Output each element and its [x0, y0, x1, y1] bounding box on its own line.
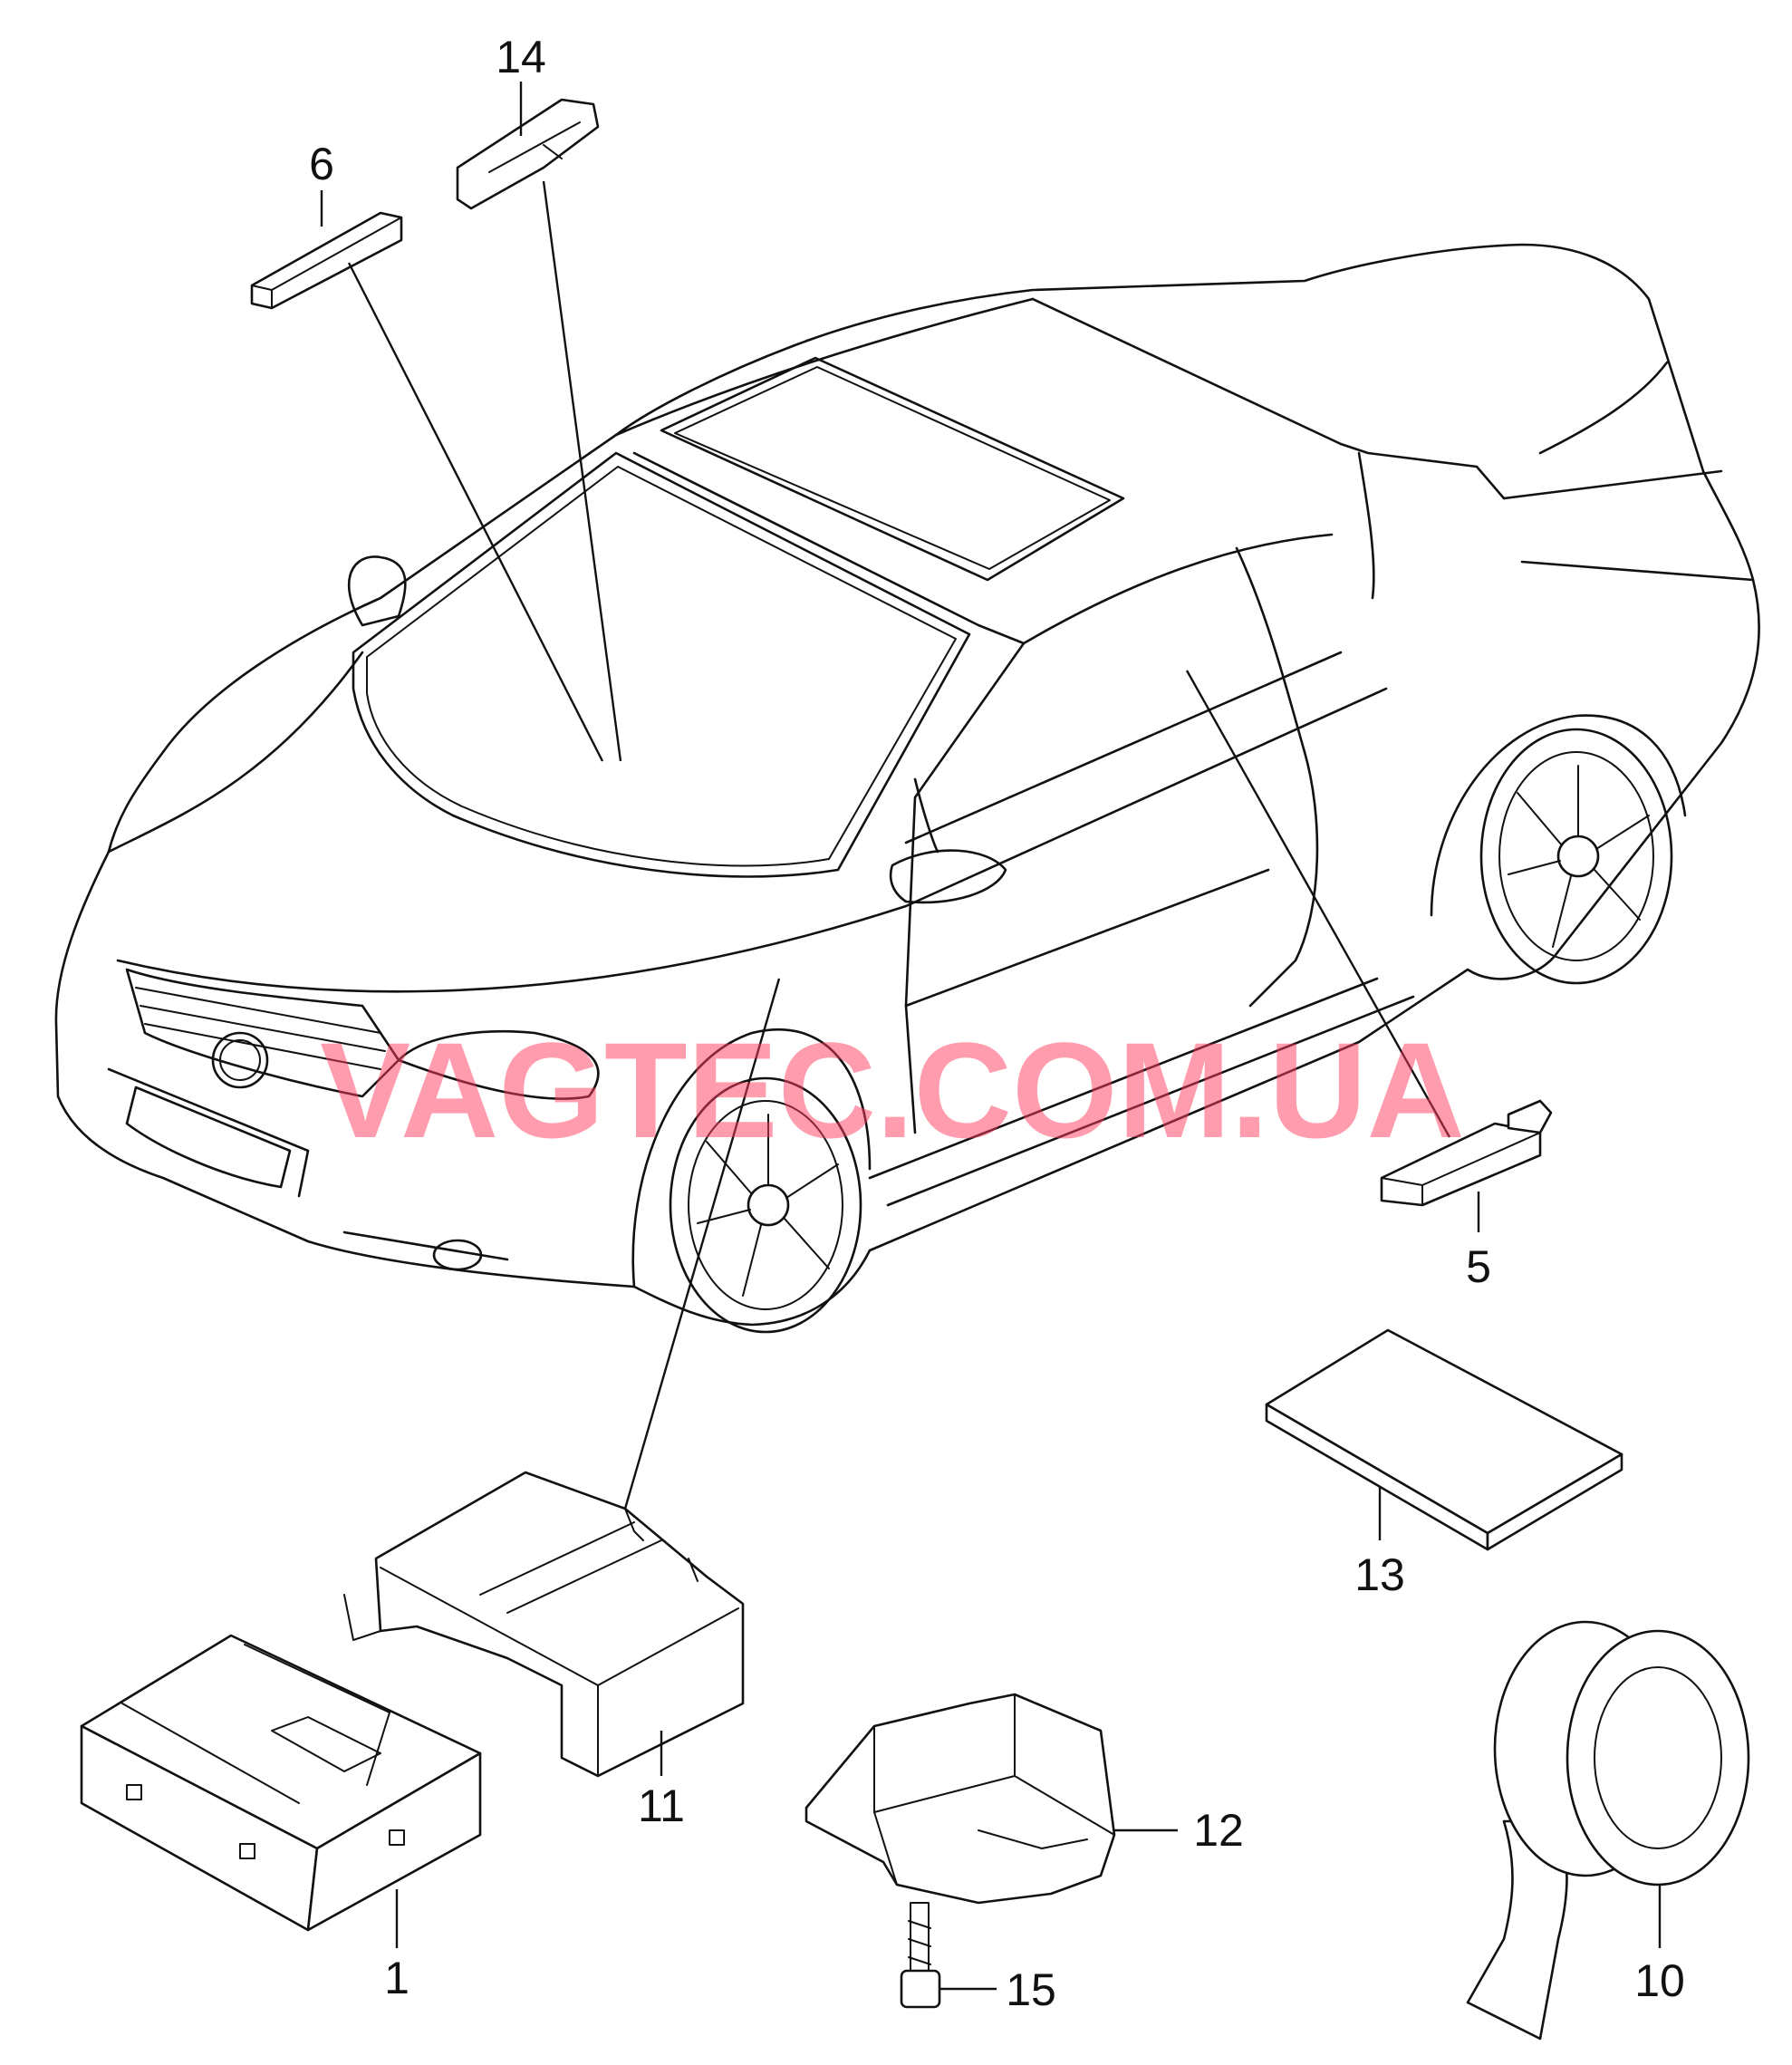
part-11-holder: [343, 1471, 745, 1778]
part-6-sensor: [250, 211, 403, 310]
leader-lines: [320, 82, 1662, 1991]
callout-11: 11: [638, 1780, 685, 1831]
watermark-text: VAGTEC.COM.UA: [320, 1014, 1465, 1166]
callout-5: 5: [1466, 1241, 1491, 1292]
front-wheel-spokes: [697, 1114, 839, 1297]
callout-13: 13: [1354, 1549, 1405, 1600]
part-13-pad: [1265, 1328, 1623, 1551]
car-illustration: [54, 243, 1760, 1334]
part-12-bracket: [804, 1693, 1116, 1905]
callout-labels: 14 6 5 13 11 12 1 15 10: [309, 32, 1685, 2015]
callout-1: 1: [384, 1953, 409, 2003]
callout-14: 14: [496, 32, 546, 82]
part-15-screw: [900, 1902, 941, 2009]
part-1-control-unit: [80, 1634, 482, 1932]
rear-wheel-spokes: [1508, 765, 1650, 948]
part-10-tape-roll: [1466, 1620, 1750, 2041]
part-14-bracket: [456, 98, 600, 210]
callout-12: 12: [1193, 1805, 1244, 1856]
callout-15: 15: [1006, 1964, 1056, 2015]
callout-10: 10: [1634, 1955, 1685, 2006]
part-5-sensor: [1380, 1099, 1553, 1207]
callout-6: 6: [309, 139, 334, 189]
